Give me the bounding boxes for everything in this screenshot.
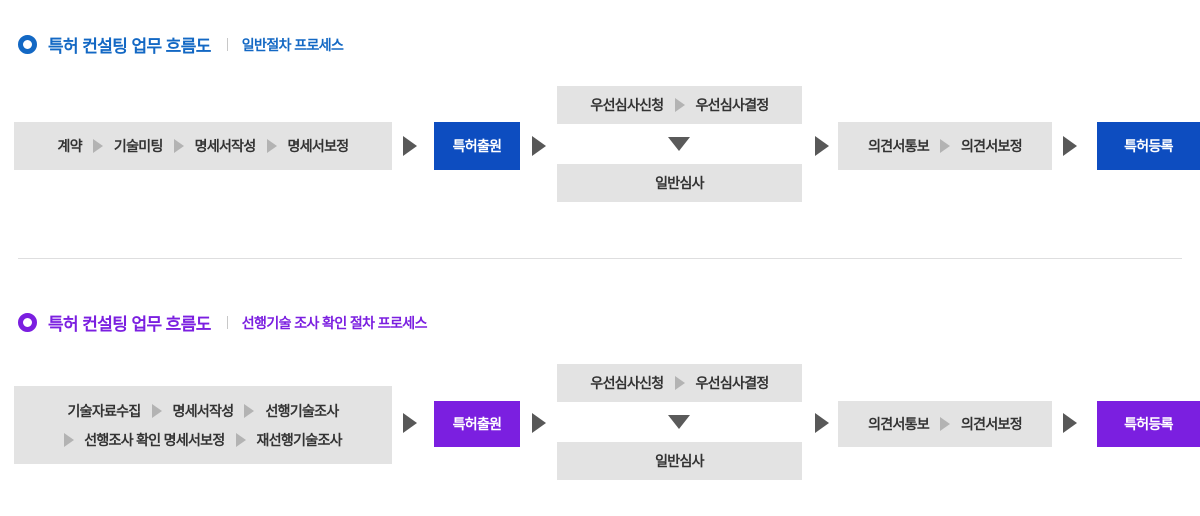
flow-stage-prior-art-group[interactable]: 기술자료수집 명세서작성 선행기술조사 선행조사 확인 명세서보정 재선행기술조… (14, 386, 392, 464)
flow-stage-contract-group[interactable]: 계약 기술미팅 명세서작성 명세서보정 (14, 122, 392, 170)
chevron-right-icon (674, 98, 685, 112)
arrow-right-icon (532, 413, 546, 433)
step-row: 의견서통보 의견서보정 (868, 136, 1023, 156)
header-separator (226, 316, 228, 329)
arrow-right-icon (403, 136, 417, 156)
step-label: 의견서보정 (961, 416, 1023, 432)
header-subtitle: 일반절차 프로세스 (241, 36, 344, 53)
chevron-right-icon (235, 432, 246, 447)
page-title: 특허 컨설팅 업무 흐름도 (48, 37, 211, 56)
step-label: 명세서작성 (194, 138, 257, 154)
section-header-prior-art: 특허 컨설팅 업무 흐름도 선행기술 조사 확인 절차 프로세스 (18, 310, 427, 335)
step-label: 의견서통보 (868, 416, 930, 432)
section-divider (18, 258, 1182, 259)
flow-stage-priority-exam[interactable]: 우선심사신청 우선심사결정 (557, 86, 802, 124)
step-row: 계약 기술미팅 명세서작성 명세서보정 (57, 136, 350, 156)
flow-stage-priority-exam[interactable]: 우선심사신청 우선심사결정 (557, 364, 802, 402)
chevron-right-icon (64, 432, 75, 447)
step-label: 우선심사신청 (590, 97, 664, 113)
step-label: 명세서작성 (172, 402, 235, 419)
step-label: 우선심사결정 (695, 97, 770, 113)
step-label: 계약 (57, 138, 83, 154)
flow-stage-patent-registration[interactable]: 특허등록 (1097, 401, 1200, 447)
step-row: 기술자료수집 명세서작성 선행기술조사 (67, 401, 339, 421)
flow-stage-patent-registration[interactable]: 특허등록 (1097, 122, 1200, 170)
step-row: 선행조사 확인 명세서보정 재선행기술조사 (64, 430, 343, 450)
chevron-right-icon (674, 376, 685, 390)
step-label: 우선심사신청 (590, 375, 664, 391)
step-label: 재선행기술조사 (256, 431, 343, 448)
arrow-down-icon (668, 415, 690, 429)
step-label: 선행조사 확인 명세서보정 (84, 431, 225, 448)
step-row: 우선심사신청 우선심사결정 (590, 95, 770, 115)
chevron-right-icon (92, 139, 103, 153)
ring-icon (18, 35, 37, 54)
chevron-right-icon (151, 403, 162, 418)
chevron-right-icon (244, 403, 255, 418)
chevron-right-icon (940, 139, 950, 153)
section-header-general: 특허 컨설팅 업무 흐름도 일반절차 프로세스 (18, 32, 344, 57)
ring-icon (18, 313, 37, 332)
flow-stage-general-exam[interactable]: 일반심사 (557, 442, 802, 480)
arrow-right-icon (403, 413, 417, 433)
page-title: 특허 컨설팅 업무 흐름도 (48, 315, 211, 334)
step-row: 우선심사신청 우선심사결정 (590, 373, 770, 393)
step-label: 의견서통보 (868, 138, 930, 154)
arrow-right-icon (815, 136, 829, 156)
step-label: 선행기술조사 (265, 402, 339, 419)
step-label: 기술미팅 (113, 138, 163, 154)
arrow-right-icon (532, 136, 546, 156)
chevron-right-icon (173, 139, 184, 153)
step-label: 명세서보정 (287, 138, 350, 154)
header-separator (226, 38, 228, 51)
header-subtitle: 선행기술 조사 확인 절차 프로세스 (241, 314, 428, 331)
flow-stage-opinion-group[interactable]: 의견서통보 의견서보정 (838, 122, 1052, 170)
step-row: 의견서통보 의견서보정 (868, 414, 1023, 434)
chevron-right-icon (940, 417, 950, 431)
arrow-down-icon (668, 137, 690, 151)
step-label: 기술자료수집 (67, 402, 141, 419)
arrow-right-icon (1063, 413, 1077, 433)
arrow-right-icon (1063, 136, 1077, 156)
step-label: 우선심사결정 (695, 375, 770, 391)
flow-stage-patent-application[interactable]: 특허출원 (434, 122, 520, 170)
flow-stage-general-exam[interactable]: 일반심사 (557, 164, 802, 202)
arrow-right-icon (815, 413, 829, 433)
flow-stage-opinion-group[interactable]: 의견서통보 의견서보정 (838, 401, 1052, 447)
step-label: 의견서보정 (961, 138, 1023, 154)
flow-stage-patent-application[interactable]: 특허출원 (434, 401, 520, 447)
chevron-right-icon (266, 139, 277, 153)
